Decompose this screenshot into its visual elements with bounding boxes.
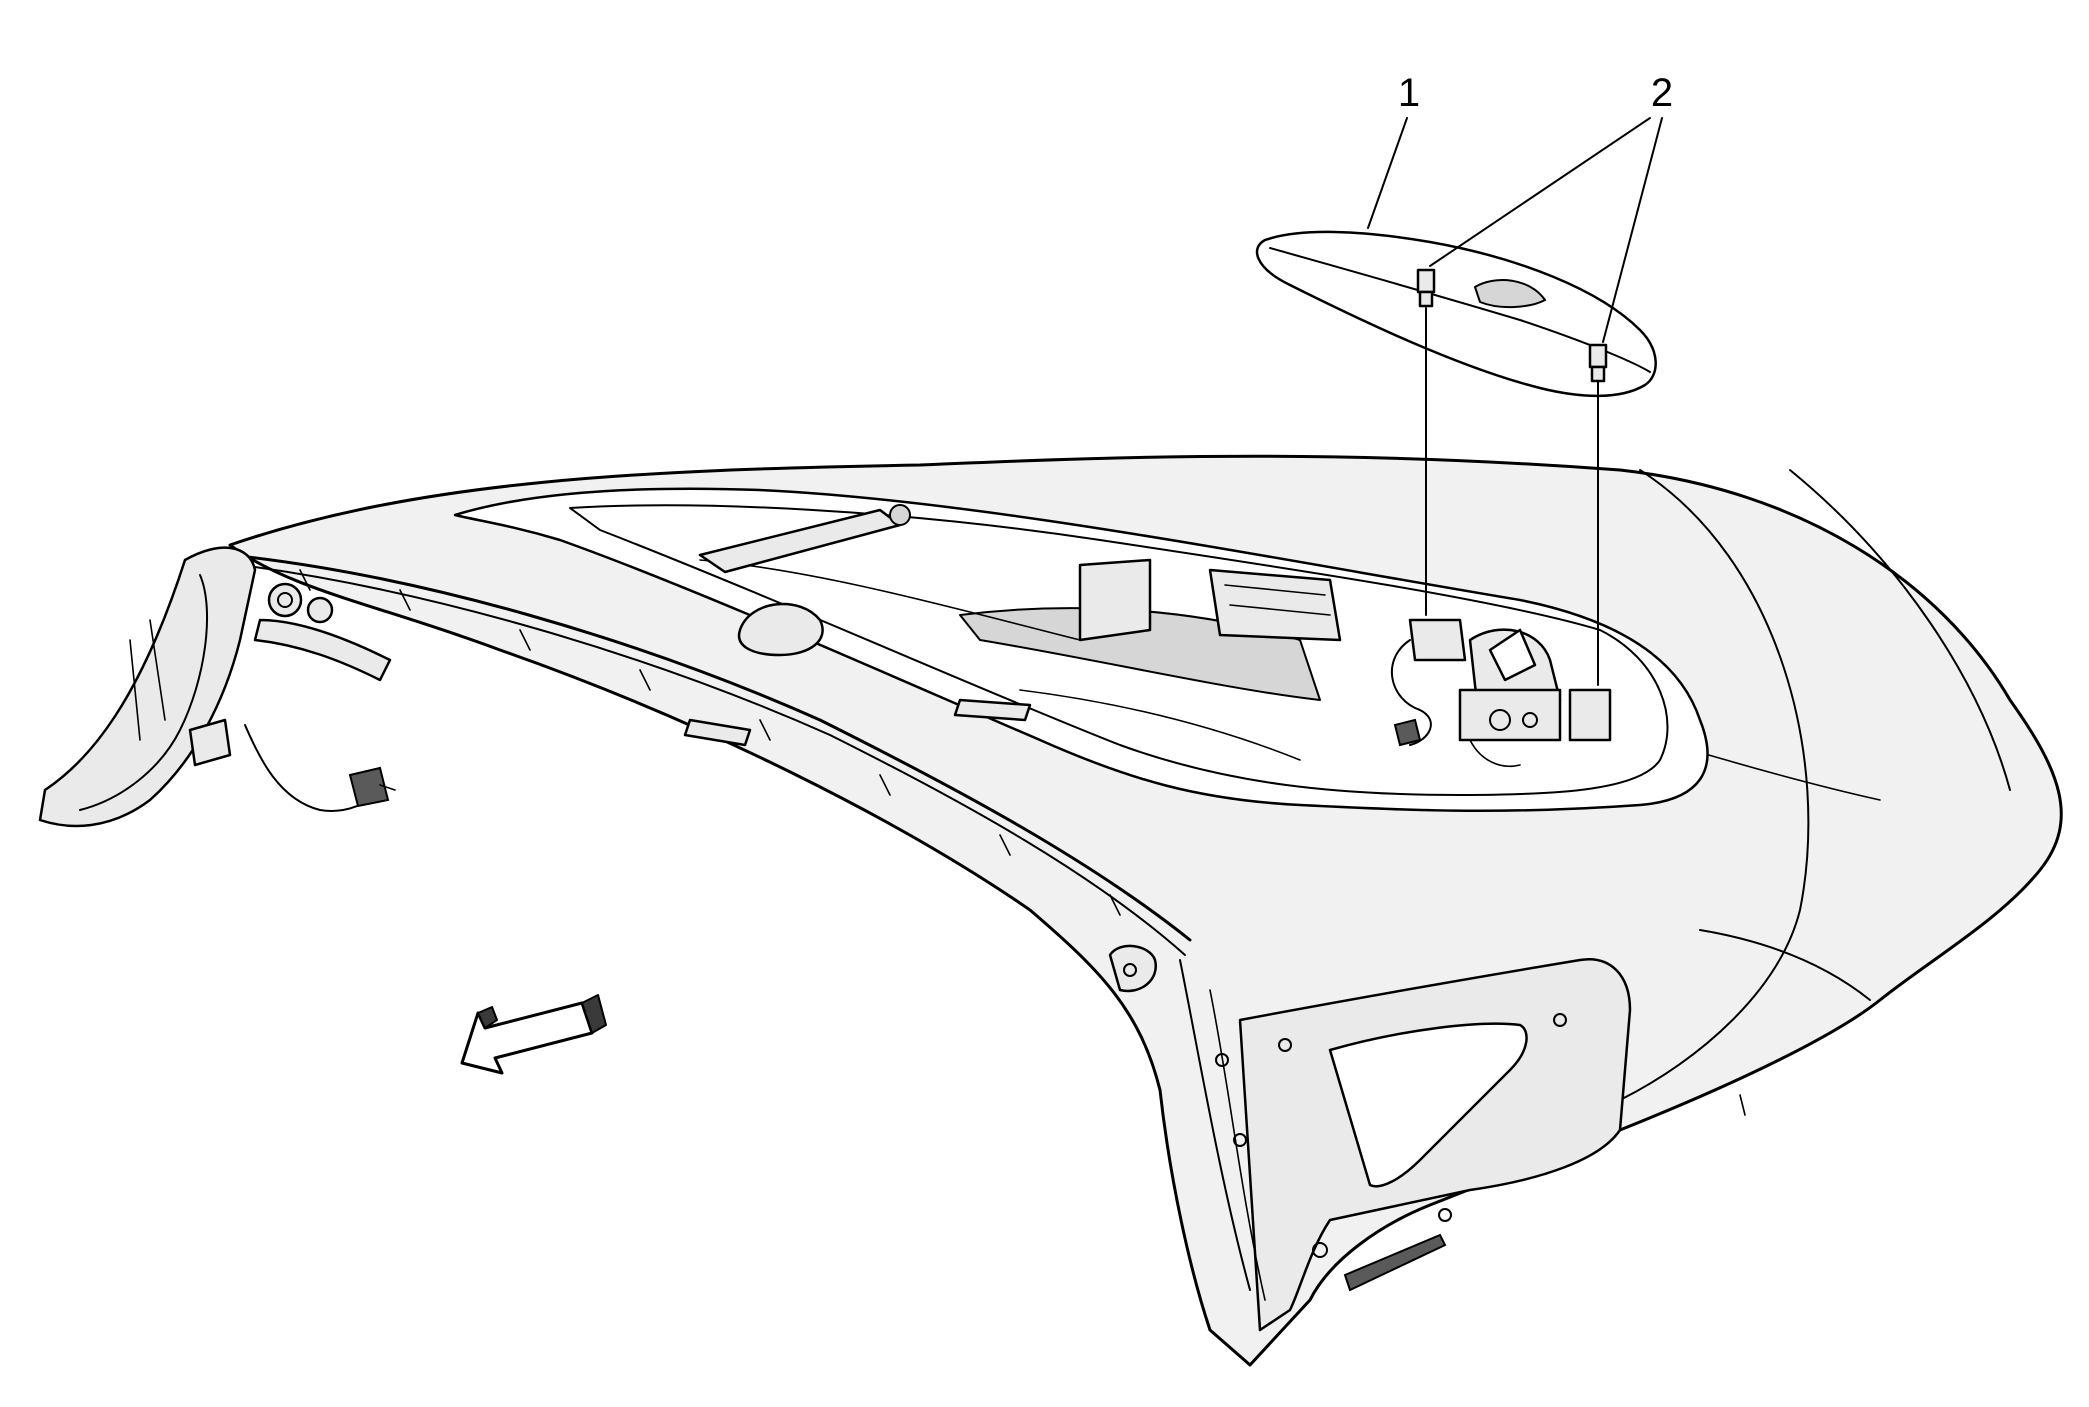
leader-lines (1367, 117, 1663, 686)
callout-2-label: 2 (1651, 71, 1673, 115)
forward-direction-arrow (460, 994, 607, 1075)
trunk-opening (453, 487, 1709, 813)
front-edge-seal (228, 553, 1192, 956)
left-hinge-assembly (38, 546, 396, 828)
callout-1-label: 1 (1398, 71, 1420, 115)
rear-spoiler (1255, 230, 1657, 398)
rear-inner-panel (1108, 944, 1746, 1332)
callouts: 1 2 (1398, 71, 1673, 115)
